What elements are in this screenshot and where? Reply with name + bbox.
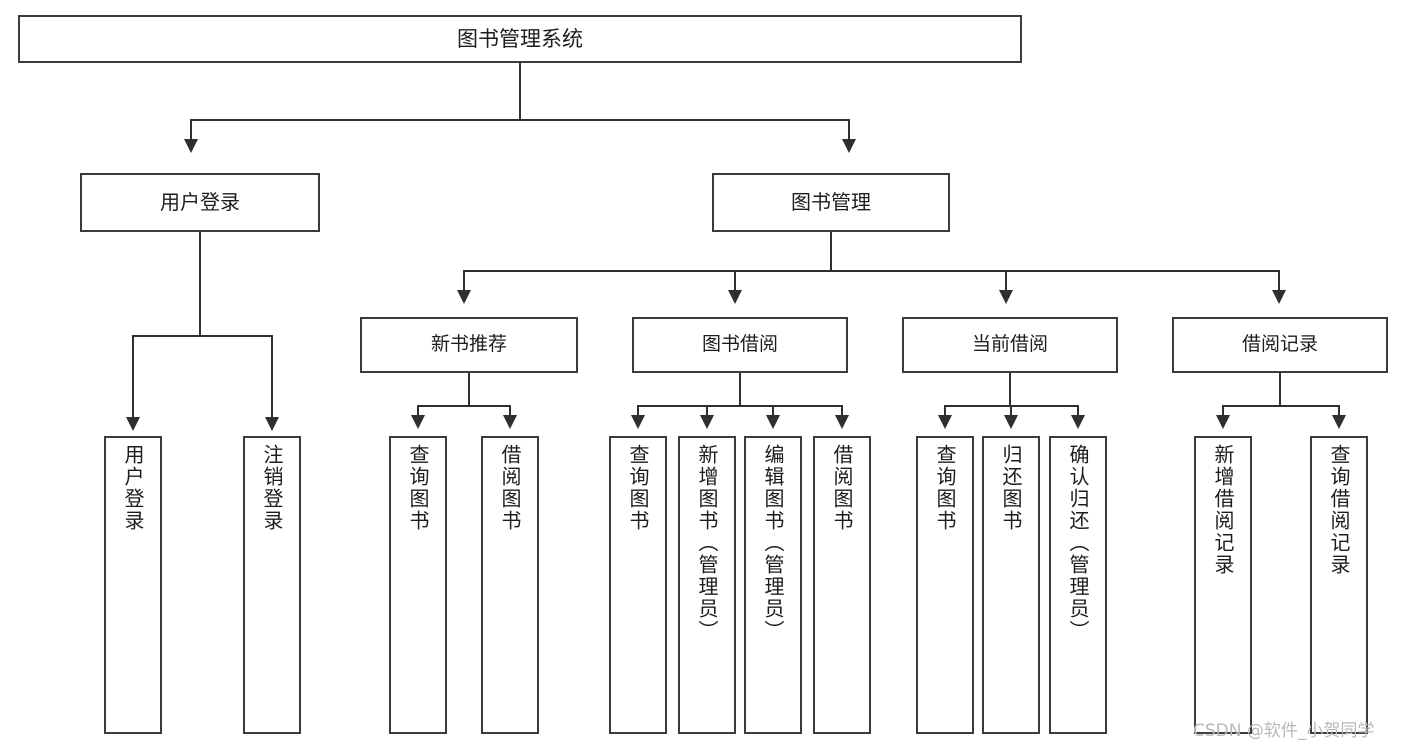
leaf-borrow-book-2[interactable]: 借阅图书 — [813, 436, 871, 734]
connector-user-login-stem — [199, 232, 201, 336]
connector-user-login-drop-1 — [132, 335, 134, 419]
connector-current-borrow-stem — [1009, 373, 1011, 407]
connector-book-manage-drop-4 — [1278, 270, 1280, 292]
node-label: 借阅记录 — [1241, 333, 1318, 356]
node-new-book-recommend[interactable]: 新书推荐 — [360, 317, 578, 373]
connector-book-borrow-drop-3 — [772, 405, 774, 417]
connector-book-borrow-drop-4 — [841, 405, 843, 417]
connector-new-book-drop-2 — [509, 405, 511, 417]
connector-book-borrow-bar — [637, 405, 843, 407]
leaf-label: 查询图书 — [933, 444, 957, 532]
arrowhead-current-borrow-leaf-3 — [1071, 415, 1085, 429]
node-label: 新书推荐 — [430, 333, 507, 356]
connector-root-stem — [519, 63, 521, 119]
connector-user-login-bar — [132, 335, 272, 337]
leaf-add-borrow-record[interactable]: 新增借阅记录 — [1194, 436, 1252, 734]
node-label: 当前借阅 — [971, 333, 1048, 356]
arrowhead-new-book-leaf-1 — [411, 415, 425, 429]
leaf-label: 查询图书 — [626, 444, 650, 532]
connector-user-login-drop-2 — [271, 335, 273, 419]
leaf-return-book[interactable]: 归还图书 — [982, 436, 1040, 734]
connector-current-borrow-drop-3 — [1077, 405, 1079, 417]
node-label: 图书借阅 — [701, 333, 778, 356]
arrowhead-current-borrow-leaf-2 — [1004, 415, 1018, 429]
leaf-confirm-return[interactable]: 确认归还（管理员） — [1049, 436, 1107, 734]
leaf-query-borrow-record[interactable]: 查询借阅记录 — [1310, 436, 1368, 734]
arrowhead-current-borrow-leaf-1 — [938, 415, 952, 429]
leaf-query-book-3[interactable]: 查询图书 — [916, 436, 974, 734]
connector-book-manage-bar — [463, 270, 1280, 272]
connector-current-borrow-drop-2 — [1010, 405, 1012, 417]
arrowhead-book-borrow-leaf-2 — [700, 415, 714, 429]
arrowhead-book-manage-child-3 — [999, 290, 1013, 304]
leaf-label: 用户登录 — [121, 444, 145, 532]
leaf-label: 确认归还（管理员） — [1066, 444, 1090, 642]
arrowhead-root-to-user-login — [184, 139, 198, 153]
connector-book-manage-stem — [830, 232, 832, 272]
connector-book-manage-drop-2 — [734, 270, 736, 292]
arrowhead-book-borrow-leaf-1 — [631, 415, 645, 429]
arrowhead-root-to-book-manage — [842, 139, 856, 153]
node-book-management[interactable]: 图书管理 — [712, 173, 950, 232]
connector-root-to-user-login — [190, 119, 192, 141]
leaf-borrow-book-1[interactable]: 借阅图书 — [481, 436, 539, 734]
connector-book-borrow-drop-2 — [706, 405, 708, 417]
connector-book-borrow-drop-1 — [637, 405, 639, 417]
leaf-label: 借阅图书 — [498, 444, 522, 532]
arrowhead-book-borrow-leaf-3 — [766, 415, 780, 429]
arrowhead-user-login-leaf-1 — [126, 417, 140, 431]
connector-new-book-stem — [468, 373, 470, 407]
leaf-label: 归还图书 — [999, 444, 1023, 532]
connector-root-bar — [190, 119, 850, 121]
arrowhead-user-login-leaf-2 — [265, 417, 279, 431]
arrowhead-book-manage-child-4 — [1272, 290, 1286, 304]
leaf-query-book-2[interactable]: 查询图书 — [609, 436, 667, 734]
node-book-borrow[interactable]: 图书借阅 — [632, 317, 848, 373]
connector-borrow-record-drop-2 — [1338, 405, 1340, 417]
connector-book-manage-drop-3 — [1005, 270, 1007, 292]
arrowhead-new-book-leaf-2 — [503, 415, 517, 429]
leaf-label: 查询借阅记录 — [1327, 444, 1351, 576]
node-root-book-management-system[interactable]: 图书管理系统 — [18, 15, 1022, 63]
node-borrow-record[interactable]: 借阅记录 — [1172, 317, 1388, 373]
node-user-login[interactable]: 用户登录 — [80, 173, 320, 232]
leaf-edit-book[interactable]: 编辑图书（管理员） — [744, 436, 802, 734]
leaf-label: 编辑图书（管理员） — [761, 444, 785, 642]
arrowhead-borrow-record-leaf-2 — [1332, 415, 1346, 429]
node-current-borrow[interactable]: 当前借阅 — [902, 317, 1118, 373]
arrowhead-book-manage-child-2 — [728, 290, 742, 304]
arrowhead-book-borrow-leaf-4 — [835, 415, 849, 429]
node-label: 用户登录 — [160, 190, 240, 214]
connector-book-borrow-stem — [739, 373, 741, 407]
leaf-label: 新增图书（管理员） — [695, 444, 719, 642]
connector-borrow-record-stem — [1279, 373, 1281, 407]
leaf-label: 借阅图书 — [830, 444, 854, 532]
connector-new-book-drop-1 — [417, 405, 419, 417]
connector-new-book-bar — [417, 405, 511, 407]
connector-borrow-record-drop-1 — [1222, 405, 1224, 417]
leaf-query-book-1[interactable]: 查询图书 — [389, 436, 447, 734]
leaf-label: 注销登录 — [260, 444, 284, 532]
connector-root-to-book-manage — [848, 119, 850, 141]
leaf-logout-login[interactable]: 注销登录 — [243, 436, 301, 734]
node-label: 图书管理 — [791, 190, 871, 214]
leaf-label: 新增借阅记录 — [1211, 444, 1235, 576]
arrowhead-borrow-record-leaf-1 — [1216, 415, 1230, 429]
leaf-add-book[interactable]: 新增图书（管理员） — [678, 436, 736, 734]
connector-book-manage-drop-1 — [463, 270, 465, 292]
connector-current-borrow-drop-1 — [944, 405, 946, 417]
connector-borrow-record-bar — [1222, 405, 1339, 407]
leaf-label: 查询图书 — [406, 444, 430, 532]
node-label: 图书管理系统 — [457, 26, 583, 51]
leaf-user-login[interactable]: 用户登录 — [104, 436, 162, 734]
arrowhead-book-manage-child-1 — [457, 290, 471, 304]
